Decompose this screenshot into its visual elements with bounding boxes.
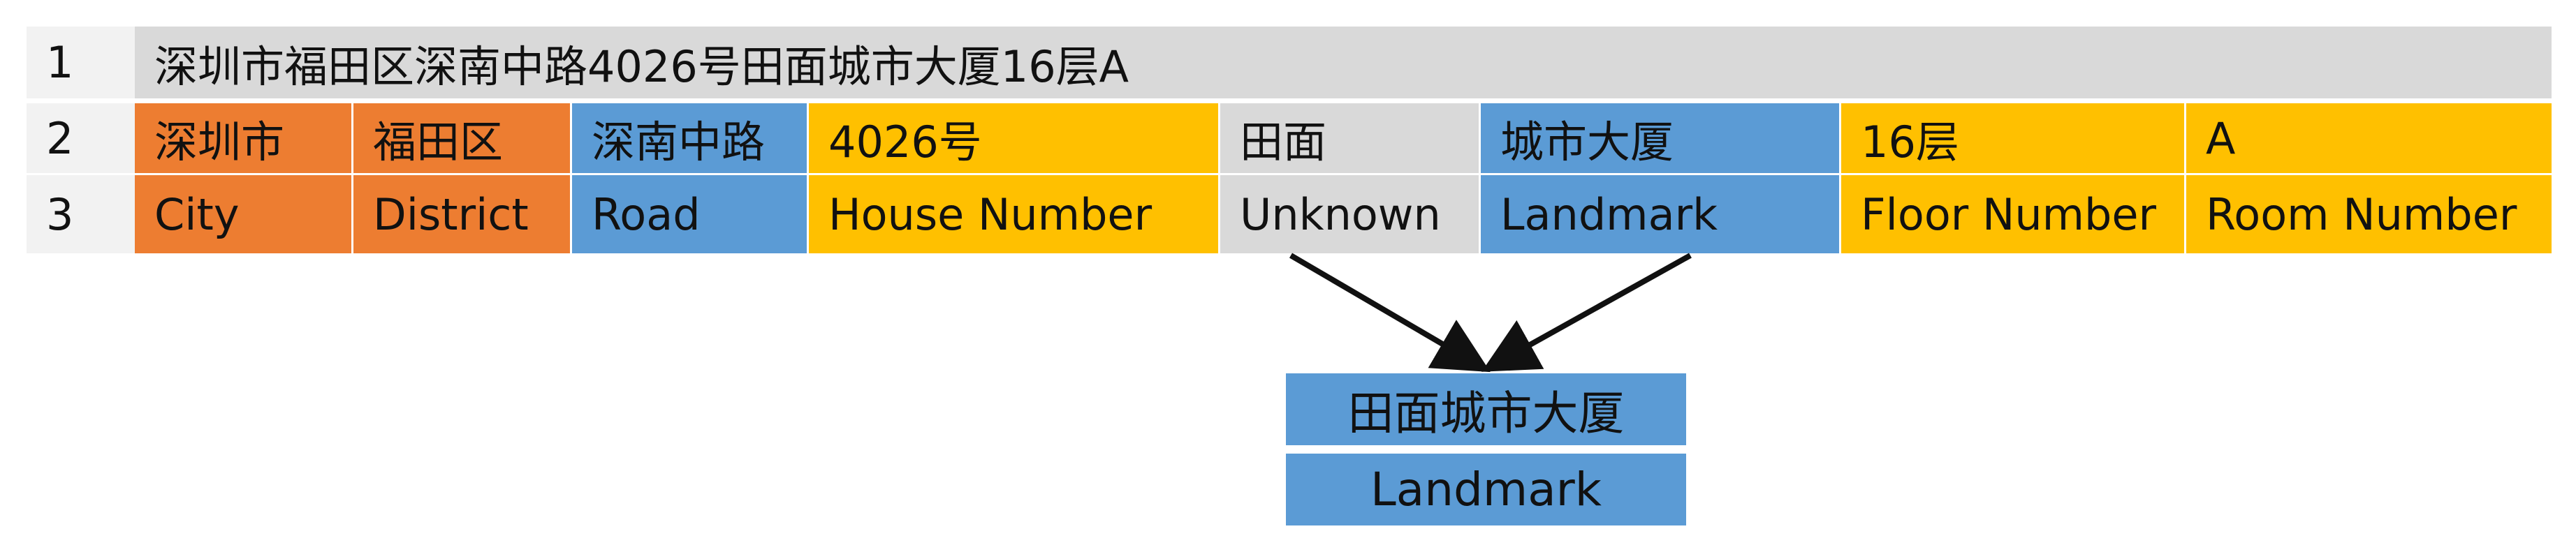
row-number-1: 1 — [27, 27, 135, 98]
row-number-3: 3 — [27, 175, 135, 253]
full-address-cell: 深圳市福田区深南中路4026号田面城市大厦16层A — [135, 27, 2552, 98]
label-landmark: Landmark — [1481, 175, 1839, 253]
label-house-number: House Number — [809, 175, 1218, 253]
label-floor-number: Floor Number — [1841, 175, 2184, 253]
arrow-from-landmark — [1481, 253, 1692, 372]
arrow-from-unknown — [1289, 253, 1491, 373]
label-unknown: Unknown — [1220, 175, 1479, 253]
merged-word-box: 田面城市大厦 — [1286, 373, 1686, 445]
label-city: City — [135, 175, 351, 253]
segment-city: 深圳市 — [135, 103, 351, 173]
label-district: District — [353, 175, 570, 253]
merged-label-box: Landmark — [1286, 454, 1686, 525]
segment-landmark: 城市大厦 — [1481, 103, 1839, 173]
segment-floor-number: 16层 — [1841, 103, 2184, 173]
label-room-number: Room Number — [2186, 175, 2552, 253]
label-road: Road — [572, 175, 807, 253]
segment-district: 福田区 — [353, 103, 570, 173]
segment-room-number: A — [2186, 103, 2552, 173]
segment-road: 深南中路 — [572, 103, 807, 173]
segment-unknown: 田面 — [1220, 103, 1479, 173]
row-number-2: 2 — [27, 103, 135, 173]
segment-house-number: 4026号 — [809, 103, 1218, 173]
